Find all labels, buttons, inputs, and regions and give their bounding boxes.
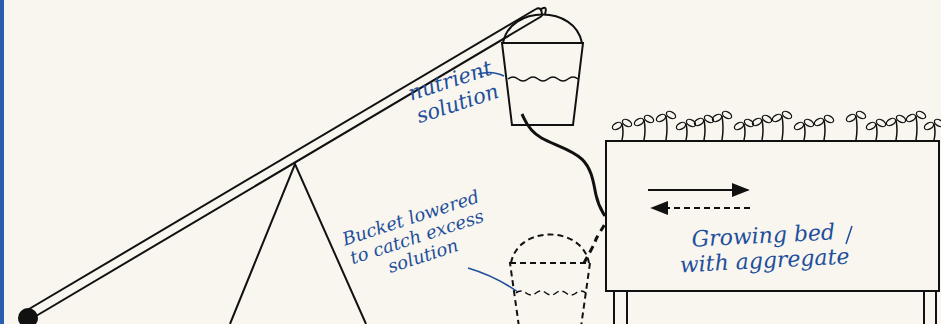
page-border <box>0 0 4 324</box>
seedling-leaf <box>781 110 793 120</box>
seedling <box>633 114 655 140</box>
seedling-leaf <box>865 121 877 131</box>
lowered-bucket-outline <box>508 255 592 324</box>
seedling-stem <box>762 120 763 140</box>
table-leg <box>613 292 615 324</box>
node-label: Growing bed with aggregate <box>678 220 850 278</box>
seedling-leaf <box>675 121 687 131</box>
seedling-stem <box>744 124 745 140</box>
solution-surface <box>516 291 586 295</box>
seedling <box>675 118 697 140</box>
seedling-leaf <box>923 121 935 131</box>
seedling-stem <box>824 120 825 140</box>
seedling-stem <box>782 116 783 140</box>
bucket-handle <box>503 15 582 44</box>
flow-out-arrow <box>652 207 750 209</box>
seedling-leaf <box>751 117 763 127</box>
bucket-handle <box>511 235 589 264</box>
seedling-stem <box>704 120 705 140</box>
seedling <box>923 118 941 140</box>
seedling-stem <box>896 120 897 140</box>
seedling-leaf <box>823 114 835 124</box>
seedling-leaf <box>761 114 773 124</box>
seedling <box>771 110 793 140</box>
seedling-leaf <box>905 113 917 123</box>
table-leg <box>626 292 628 324</box>
seedling <box>865 118 887 140</box>
seedling <box>733 118 755 140</box>
seedling-leaf <box>711 113 723 123</box>
seedling-leaf <box>813 117 825 127</box>
lowered-bucket: Bucket lowered to catch excess solution <box>508 255 592 324</box>
seedling-leaf <box>855 110 867 120</box>
counterweight <box>18 308 38 324</box>
seedling-leaf <box>703 114 715 124</box>
bucket-body <box>510 263 590 324</box>
flow-in-arrow <box>648 189 748 191</box>
lever-pole <box>24 9 536 312</box>
seedling <box>793 118 815 140</box>
seedling-stem <box>934 124 935 140</box>
seedling <box>611 118 633 140</box>
table-leg <box>923 292 925 324</box>
seedling-stem <box>686 124 687 140</box>
seedling-leaf <box>803 118 815 128</box>
nutrient-bucket-outline <box>500 35 585 115</box>
seedling-leaf <box>915 110 927 120</box>
seedling-leaf <box>733 121 745 131</box>
seedling-stem <box>916 116 917 140</box>
seedling <box>711 110 733 140</box>
seedling-stem <box>856 116 857 140</box>
seedling-leaf <box>743 118 755 128</box>
seedling-stem <box>876 124 877 140</box>
hose <box>522 114 605 216</box>
pole-hook <box>540 8 546 14</box>
hose <box>584 224 605 263</box>
seedling-leaf <box>721 110 733 120</box>
seedling-stem <box>804 124 805 140</box>
seedling <box>655 110 677 140</box>
seedling <box>885 114 907 140</box>
seedling <box>813 114 835 140</box>
seedling-leaf <box>621 118 633 128</box>
nutrient-bucket: nutrient solution <box>500 35 585 115</box>
leader-line <box>846 226 852 244</box>
seedling-leaf <box>693 117 705 127</box>
table-leg <box>935 292 937 324</box>
seedling-leaf <box>665 110 677 120</box>
seedling-stem <box>722 116 723 140</box>
seedling-leaf <box>895 114 907 124</box>
seedling-leaf <box>793 121 805 131</box>
seedling-leaf <box>611 121 623 131</box>
plant-row <box>611 110 941 140</box>
seedling-leaf <box>655 113 667 123</box>
seedling-stem <box>666 116 667 140</box>
seedling-leaf <box>633 117 645 127</box>
seedling <box>845 110 867 140</box>
seedling-leaf <box>845 113 857 123</box>
node-label: nutrient solution <box>397 54 510 131</box>
seedling-leaf <box>685 118 697 128</box>
node-label: Bucket lowered to catch excess solution <box>333 184 502 290</box>
bucket-body <box>502 43 583 125</box>
seedling-stem <box>644 120 645 140</box>
seedling-stem <box>622 124 623 140</box>
seedling-leaf <box>771 113 783 123</box>
seedling-leaf <box>643 114 655 124</box>
solution-surface <box>508 77 578 81</box>
seedling <box>751 114 773 140</box>
lever-pole <box>31 16 542 319</box>
seedling <box>905 110 927 140</box>
growing-bed: Growing bed with aggregate <box>605 140 940 292</box>
seedling-leaf <box>933 118 941 128</box>
seedling-leaf <box>875 118 887 128</box>
seedling <box>693 114 715 140</box>
seedling-leaf <box>885 117 897 127</box>
